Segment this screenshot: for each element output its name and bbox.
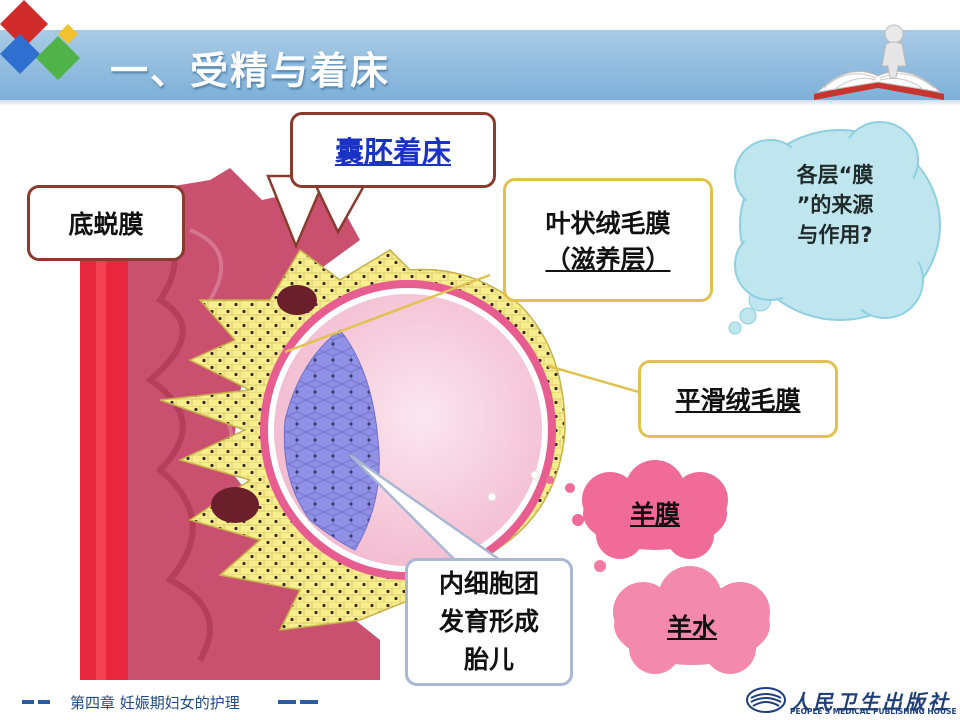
chorion-frondosum-label: 叶状绒毛膜: [545, 209, 671, 238]
chorion-frondosum-callout: 叶状绒毛膜 （滋养层）: [503, 178, 713, 302]
inner-cell-line-3: 胎儿: [463, 645, 514, 674]
inner-cell-line-1: 内细胞团: [438, 569, 539, 598]
title-bar-shadow: [0, 100, 960, 106]
publisher-name-cn: 人民卫生出版社: [790, 690, 951, 714]
title-bar: [0, 30, 960, 100]
inner-cell-mass: [283, 329, 380, 551]
question-cloud-shape: [734, 121, 941, 321]
trophoblast-label: （滋养层）: [545, 245, 671, 274]
footer-dash-right-2: [300, 700, 318, 704]
inner-cell-callout: 内细胞团 发育形成 胎儿: [405, 558, 573, 686]
diamond-logo-icon: [0, 0, 80, 80]
question-line-3: 与作用?: [797, 223, 873, 247]
amnion-cloud-shape: [582, 460, 728, 559]
footer-dash-left-2: [38, 700, 50, 704]
footer-dash-left-1: [22, 700, 34, 704]
publisher-logo-icon: [746, 687, 786, 713]
footer-dash-right-1: [278, 700, 296, 704]
decidua-label: 底蜕膜: [68, 210, 144, 239]
implantation-callout: 囊胚着床: [290, 112, 496, 188]
question-line-2: ”的来源: [796, 193, 874, 217]
publisher-name-en: PEOPLE'S MEDICAL PUBLISHING HOUSE: [790, 707, 957, 716]
smooth-chorion-callout: 平滑绒毛膜: [638, 360, 838, 438]
amniotic-fluid-label: 羊水: [666, 613, 717, 642]
book-figure-icon: [814, 24, 944, 100]
inner-cell-line-2: 发育形成: [438, 607, 539, 636]
question-line-1: 各层“膜: [796, 163, 874, 187]
implantation-label: 囊胚着床: [334, 135, 451, 169]
page-title: 一、受精与着床: [110, 49, 391, 93]
decidua-callout: 底蜕膜: [27, 185, 185, 261]
question-text: 各层“膜 ”的来源 与作用?: [770, 160, 900, 250]
chapter-footer: 第四章 妊娠期妇女的护理: [70, 694, 240, 712]
smooth-chorion-label: 平滑绒毛膜: [675, 386, 801, 415]
amnion-label: 羊膜: [629, 500, 680, 529]
amniotic-fluid-cloud-shape: [613, 566, 770, 674]
